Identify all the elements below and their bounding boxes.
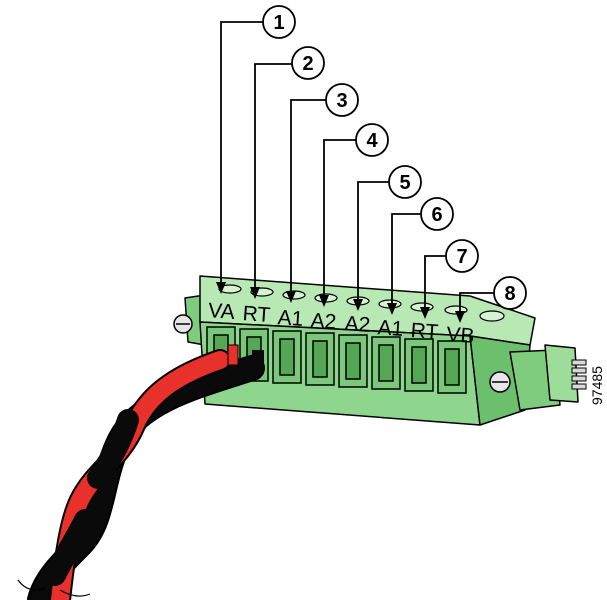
arrowhead-2 (250, 287, 260, 299)
plug-rear-tab (544, 344, 579, 403)
leader-line-3 (290, 99, 326, 294)
pin-label-2: RT (242, 302, 271, 327)
mounting-screw-left (173, 314, 193, 334)
pin-label-5: A2 (344, 312, 371, 337)
wire-opening (404, 338, 434, 392)
pin-label-7: RT (410, 319, 439, 344)
callout-leaders (220, 21, 494, 314)
leader-line-7 (424, 255, 446, 310)
callout-2-number: 2 (302, 53, 313, 75)
callout-6-circle (420, 197, 454, 231)
leader-line-5 (357, 181, 389, 302)
leader-line-8 (459, 292, 494, 314)
wire-opening (305, 332, 335, 386)
black-wire-crossover (44, 509, 96, 586)
conductor-end (252, 350, 264, 374)
plug-contacts (571, 359, 587, 390)
wire-opening (272, 330, 302, 384)
callout-8-number: 8 (504, 283, 515, 305)
callout-circles (262, 5, 527, 310)
callout-5-number: 5 (399, 172, 410, 194)
leader-line-6 (391, 213, 421, 306)
leader-arrowheads (216, 282, 465, 323)
wire-opening (437, 340, 467, 394)
callout-4-number: 4 (366, 130, 378, 152)
callout-3-circle (325, 83, 359, 117)
callout-5-circle (388, 165, 422, 199)
pin-label-8: VB (446, 323, 476, 348)
arrowhead-3 (286, 291, 296, 303)
callout-numbers: 1 2 3 4 5 6 7 8 (273, 12, 515, 305)
pin-label-1: VA (207, 299, 235, 324)
arrowhead-4 (319, 295, 329, 307)
arrowhead-8 (455, 311, 465, 323)
callout-1-circle (262, 5, 296, 39)
wire-opening (371, 336, 401, 390)
callout-3-number: 3 (336, 90, 347, 112)
pin-label-6: A1 (377, 316, 404, 341)
callout-8-circle (493, 276, 527, 310)
leader-line-1 (220, 21, 263, 285)
pin-label-3: A1 (277, 306, 304, 331)
cable-end-curl (17, 579, 91, 597)
callout-1-number: 1 (273, 12, 284, 34)
arrowhead-7 (420, 307, 430, 319)
arrowhead-5 (353, 299, 363, 311)
arrowhead-6 (387, 303, 397, 315)
conductor-end (227, 344, 239, 366)
arrowhead-1 (216, 282, 226, 294)
wire-opening (338, 334, 368, 388)
callout-7-circle (445, 239, 479, 273)
pin-label-4: A2 (310, 309, 337, 334)
callout-6-number: 6 (431, 204, 442, 226)
callout-4-circle (355, 123, 389, 157)
screw-hole (479, 310, 505, 322)
leader-line-2 (254, 63, 292, 290)
black-wire-crossover (87, 409, 139, 489)
callout-7-number: 7 (456, 246, 467, 268)
twisted-pair-cable (27, 344, 265, 600)
figure-id-label: 97485 (589, 366, 605, 405)
pin-labels: VA RT A1 A2 A2 A1 RT VB (207, 299, 475, 348)
mounting-screw-right (489, 371, 511, 393)
callout-2-circle (291, 46, 325, 80)
leader-line-4 (323, 139, 356, 298)
